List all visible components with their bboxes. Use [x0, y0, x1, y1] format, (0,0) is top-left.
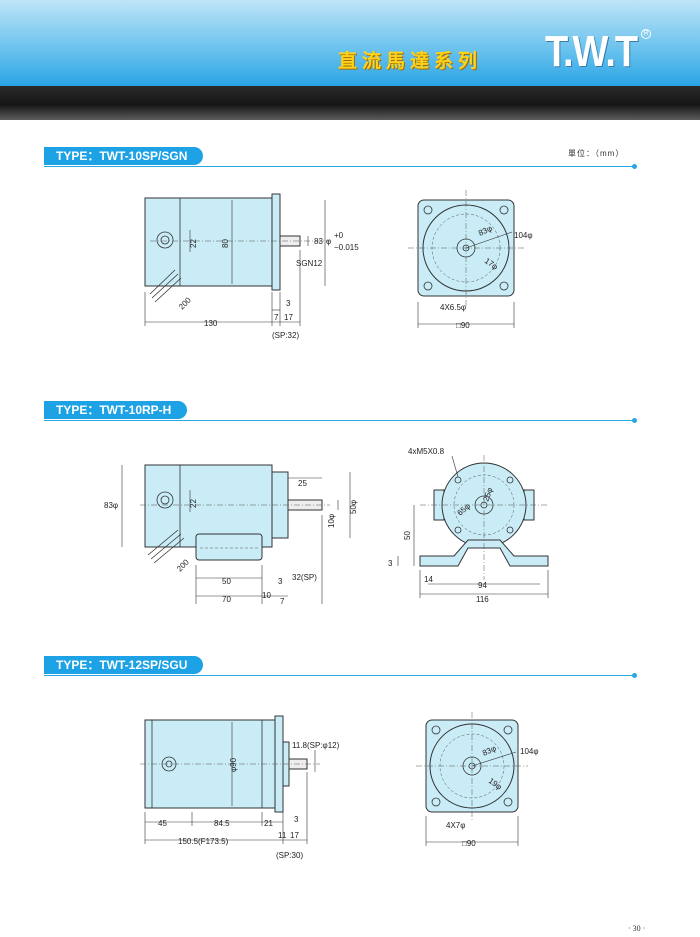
twt-logo: T.W.T	[545, 28, 638, 77]
section-tag-10rp: TYPE：TWT-10RP-H	[44, 401, 188, 419]
header-dark-band	[0, 86, 700, 120]
section-divider	[44, 420, 634, 421]
front-slot: 14	[424, 575, 433, 584]
dim-shaft-len: 17	[284, 313, 293, 322]
front-outer: 104φ	[514, 231, 533, 240]
mount-bracket	[419, 539, 549, 567]
front-view-12sp: 83φ 104φ 19φ 4X7φ □90	[416, 712, 539, 848]
header-banner: 直流馬達系列 T.W.T R	[0, 0, 700, 120]
front-thick: 3	[388, 559, 393, 568]
dim-len-c: 7	[280, 597, 285, 606]
dim-len-b: 10	[262, 591, 271, 600]
dim-tol-plus: +0	[334, 231, 344, 240]
dim-len-b: 17	[290, 831, 299, 840]
dim-phi: φ	[326, 237, 331, 246]
front-view-10rp: 4xM5X0.8 65φ 25φ 50 3 14 94 116	[388, 447, 549, 604]
motor-body	[144, 197, 273, 287]
section-tag-10sp: TYPE：TWT-10SP/SGN	[44, 147, 204, 165]
dim-note: (SP:30)	[276, 851, 303, 860]
motor-body	[144, 464, 273, 548]
dim-flange-b: 7	[274, 313, 279, 322]
dim-flange-dia: 50φ	[349, 500, 358, 514]
front-view-10sp: 83φ 104φ 17φ 4X6.5φ □90	[408, 190, 533, 330]
front-square: □90	[456, 321, 470, 330]
dim-shaft-len: 25	[298, 479, 307, 488]
front-holes: 4X6.5φ	[440, 303, 466, 312]
dim-base-b: 3	[278, 577, 283, 586]
dim-flange-a: 3	[286, 299, 291, 308]
gear-model: SGN12	[296, 259, 323, 268]
section-divider	[44, 675, 634, 676]
dim-shaft-dia: 83	[314, 237, 323, 246]
dim-sp-note: 32(SP)	[292, 573, 317, 582]
side-view-10rp: 83φ 22 25 10φ 50φ 200 50 3 32(SP) 70 10 …	[104, 464, 358, 606]
dim-dia: 83φ	[104, 501, 118, 510]
side-view-10sp: 80 22 83 φ +0 −0.015 SGN12 200 130 3 7 1…	[144, 193, 359, 340]
dim-tol-minus: −0.015	[334, 243, 359, 252]
front-outer: 104φ	[520, 747, 539, 756]
dim-note: (SP:32)	[272, 331, 299, 340]
dim-terminal: 22	[189, 239, 198, 248]
dim-height: 80	[221, 239, 230, 248]
dim-shaft-dia: 10φ	[327, 514, 336, 528]
dim-seg-c: 21	[264, 819, 273, 828]
unit-label: 單位：（mm）	[568, 149, 625, 158]
divider-dot	[632, 673, 637, 678]
mount-base	[195, 533, 263, 561]
dim-terminal: 22	[189, 499, 198, 508]
page-number: · 30 ·	[628, 924, 646, 933]
front-hole-pitch: 94	[478, 581, 487, 590]
front-holes: 4X7φ	[446, 821, 465, 830]
dim-length: 130	[204, 319, 218, 328]
divider-dot	[632, 164, 637, 169]
section-tag-12sp: TYPE：TWT-12SP/SGU	[44, 656, 204, 674]
dim-seg-a: 45	[158, 819, 167, 828]
dim-len-a: 11	[278, 831, 287, 840]
series-title: 直流馬達系列	[338, 51, 483, 72]
side-view-12sp: φ90 11.8(SP:φ12) 45 84.5 21 3 150.5(F173…	[140, 715, 340, 860]
registered-mark: R	[641, 29, 651, 39]
dim-total: 150.5(F173.5)	[178, 837, 229, 846]
dim-shaft-dia: 11.8(SP:φ12)	[292, 741, 340, 750]
dim-seg-b: 84.5	[214, 819, 230, 828]
front-screws: 4xM5X0.8	[408, 447, 445, 456]
divider-dot	[632, 418, 637, 423]
dim-flange: 3	[294, 815, 299, 824]
dim-dia: φ90	[229, 757, 238, 772]
front-height: 50	[403, 531, 412, 540]
dim-len-a: 70	[222, 595, 231, 604]
section-divider	[44, 166, 634, 167]
front-square: □90	[462, 839, 476, 848]
dim-base-a: 50	[222, 577, 231, 586]
front-width: 116	[476, 595, 489, 604]
